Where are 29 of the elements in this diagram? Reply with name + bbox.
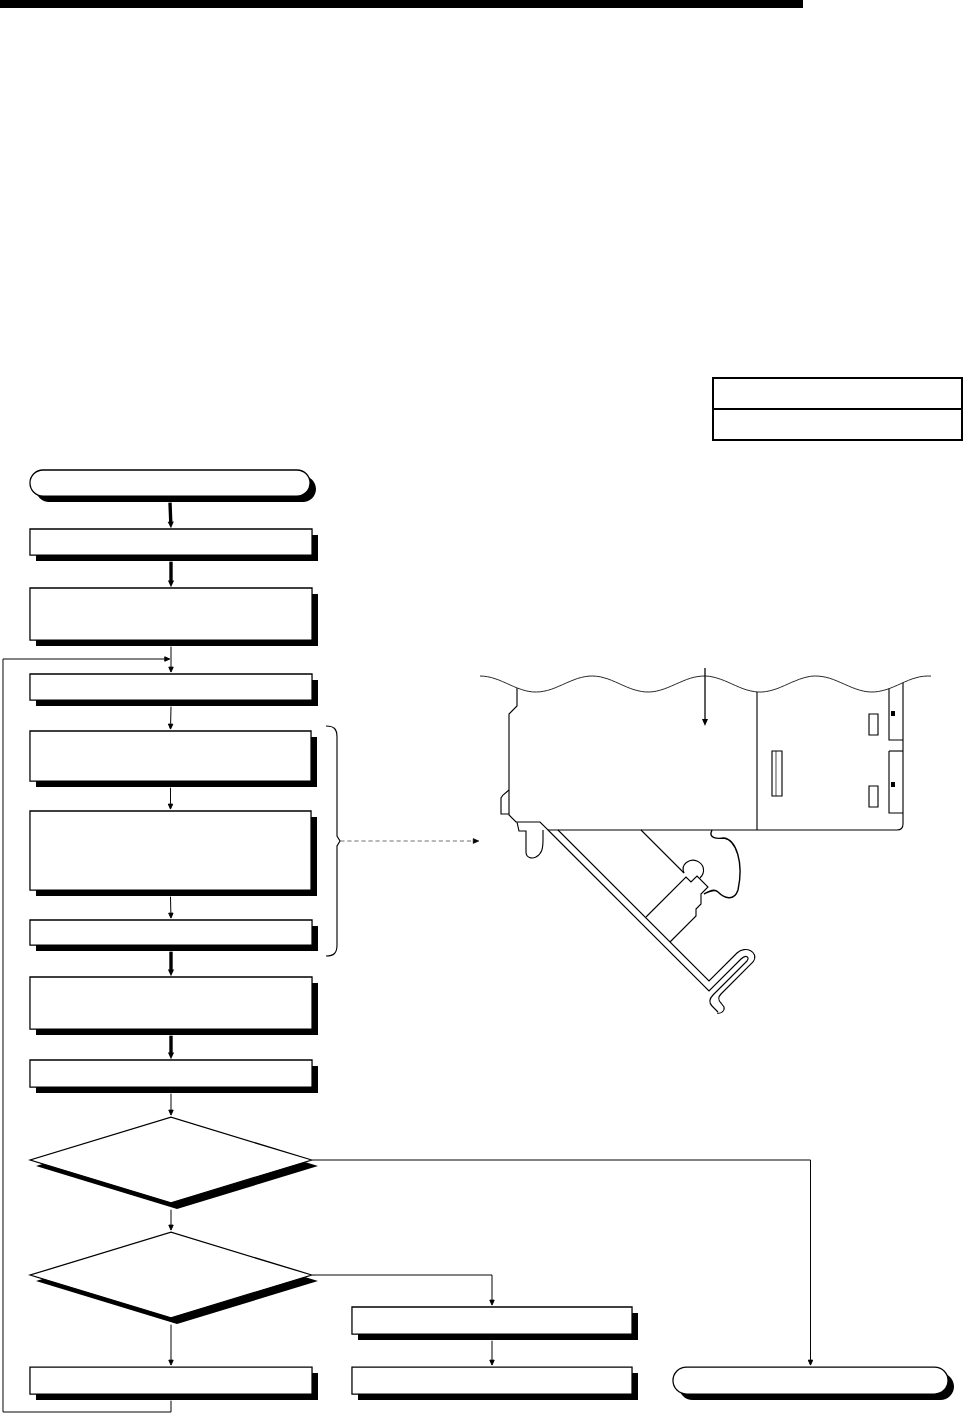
arrow (312, 1159, 814, 1366)
arrow (167, 787, 174, 810)
process-box (351, 1306, 638, 1340)
terminal-box (29, 469, 316, 502)
arrow (167, 706, 174, 730)
module-drawing (479, 675, 932, 1014)
process-box (29, 528, 318, 561)
arrow (168, 1324, 174, 1366)
process-box (29, 1366, 318, 1400)
arrow (168, 896, 174, 919)
process-box (29, 810, 317, 896)
process-box (351, 1366, 638, 1400)
arrow (489, 1340, 495, 1366)
arrow (168, 646, 174, 673)
dashed-arrow (340, 838, 480, 844)
terminal-box (672, 1366, 954, 1400)
process-box (29, 1059, 318, 1093)
decision-diamond (28, 1231, 318, 1324)
bracket (325, 725, 341, 957)
arrow (168, 1093, 174, 1116)
arrow (2, 656, 172, 1413)
arrow (168, 1209, 174, 1231)
arrow (312, 1274, 495, 1306)
process-box (29, 976, 318, 1035)
process-box (29, 673, 318, 706)
process-box (29, 919, 318, 951)
decision-diamond (28, 1116, 318, 1209)
process-box (29, 730, 317, 787)
process-box (29, 587, 318, 646)
